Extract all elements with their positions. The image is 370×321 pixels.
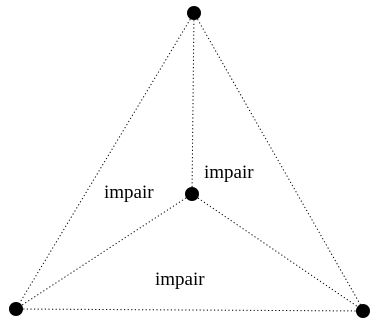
edge-center-bottom-left bbox=[15, 193, 193, 310]
region-label-bottom: impair bbox=[155, 269, 205, 290]
region-label-right: impair bbox=[204, 162, 254, 183]
edge-top-bottom-left bbox=[15, 12, 195, 310]
vertices bbox=[9, 6, 370, 318]
vertex-center bbox=[185, 187, 199, 201]
edge-center-bottom-right bbox=[191, 193, 365, 312]
edge-top-center bbox=[191, 12, 195, 195]
vertex-top bbox=[187, 6, 201, 20]
vertex-bottom-right bbox=[356, 304, 370, 318]
vertex-bottom-left bbox=[9, 302, 23, 316]
region-labels: impair impair impair bbox=[104, 162, 254, 290]
edge-bottom-left-bottom-right bbox=[15, 308, 365, 312]
region-label-left: impair bbox=[104, 182, 154, 203]
edges bbox=[15, 12, 365, 312]
